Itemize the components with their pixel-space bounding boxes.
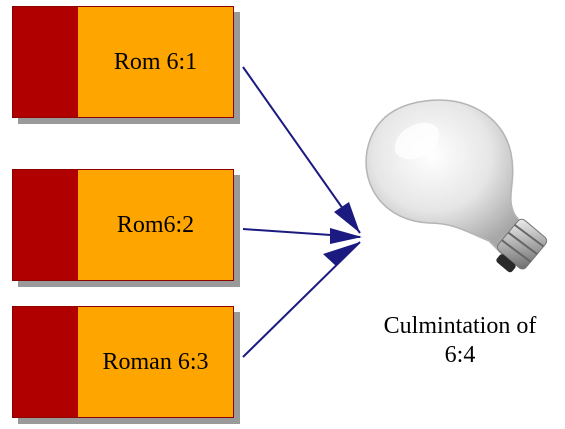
arrowhead-2 bbox=[330, 228, 362, 244]
arrowhead-3 bbox=[323, 242, 360, 266]
arrow-from-box1 bbox=[242, 66, 361, 234]
bulb-caption-line2: 6:4 bbox=[444, 342, 476, 368]
box-stripe bbox=[13, 170, 78, 280]
verse-label: Rom6:2 bbox=[116, 211, 195, 238]
verse-box-rom-6-2: Rom6:2 bbox=[12, 169, 234, 281]
verse-box-rom-6-1: Rom 6:1 bbox=[12, 6, 234, 118]
box-stripe bbox=[13, 7, 78, 117]
verse-box-roman-6-3: Roman 6:3 bbox=[12, 306, 234, 418]
verse-label: Roman 6:3 bbox=[102, 348, 209, 375]
box-stripe bbox=[13, 307, 78, 417]
lightbulb-icon bbox=[365, 99, 548, 273]
verse-label: Rom 6:1 bbox=[113, 48, 198, 75]
bulb-caption-line1: Culmintation of bbox=[383, 313, 537, 339]
arrowhead-1 bbox=[334, 202, 360, 233]
